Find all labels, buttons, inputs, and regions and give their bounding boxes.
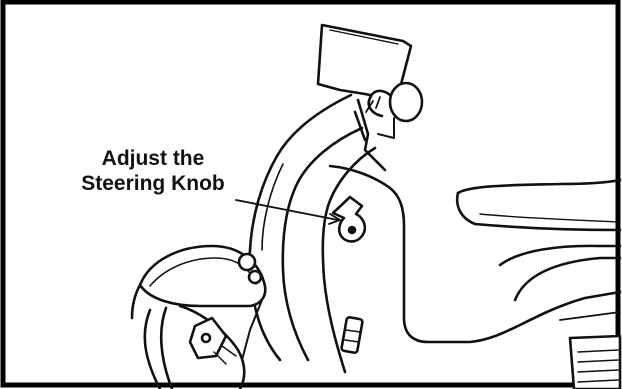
leg-shield-latch bbox=[341, 317, 363, 353]
body-panel bbox=[330, 166, 620, 342]
steering-knob-callout: Adjust the Steering Knob bbox=[58, 146, 248, 196]
front-wheel bbox=[145, 306, 244, 389]
front-shield bbox=[249, 95, 351, 360]
callout-line-2: Steering Knob bbox=[58, 171, 248, 196]
rear-grille bbox=[570, 336, 620, 389]
callout-line-1: Adjust the bbox=[58, 146, 248, 171]
seat bbox=[458, 180, 620, 193]
